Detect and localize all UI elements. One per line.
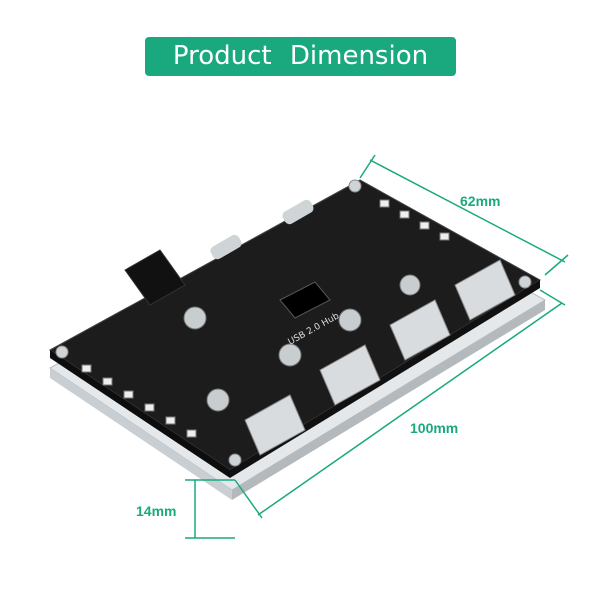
title-banner: Product Dimension [145, 37, 456, 76]
usb-port-2 [319, 344, 381, 406]
usb-ports [244, 259, 516, 456]
height-label: 14mm [136, 503, 177, 519]
dimension-lines [185, 154, 569, 539]
length-label: 100mm [410, 420, 459, 436]
hub-chip [279, 281, 331, 319]
usb-c-port [210, 234, 242, 260]
standoffs [55, 179, 532, 467]
dc-jack [124, 249, 186, 306]
leds [81, 199, 450, 438]
acrylic-base-edge [50, 368, 232, 500]
usb-port-1 [244, 394, 306, 456]
usb-c-port [282, 199, 314, 225]
usb-port-3 [389, 299, 451, 361]
capacitors [183, 274, 421, 412]
width-label: 62mm [460, 193, 501, 209]
usb-port-4 [454, 259, 516, 321]
